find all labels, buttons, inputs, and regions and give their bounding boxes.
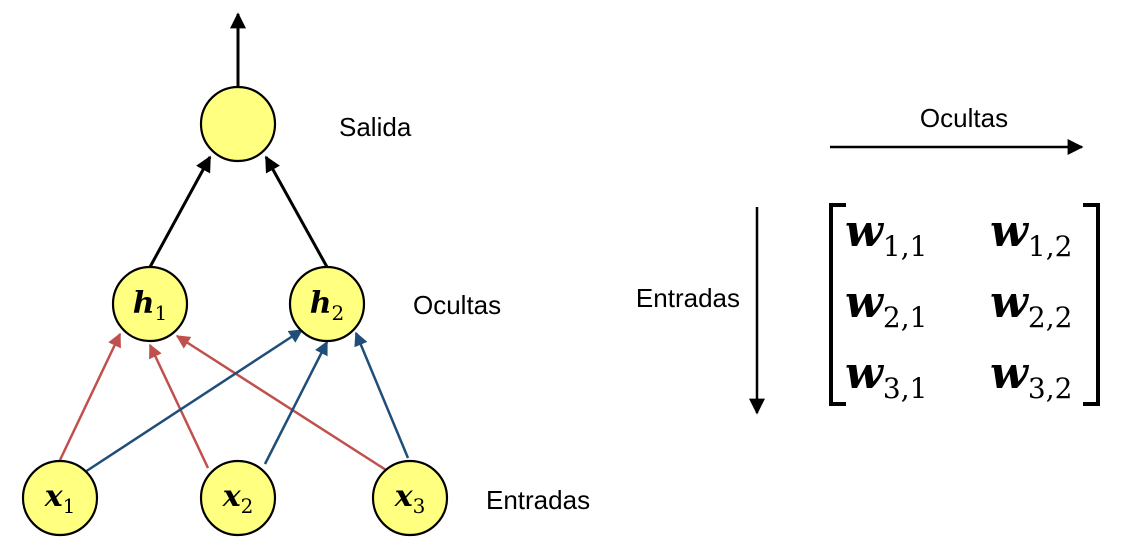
matrix-rows-label: Entradas [636, 283, 740, 313]
matrix-entry-2-2: w2,2 [990, 277, 1072, 334]
edge-x1-h2 [84, 328, 304, 474]
edge-x3-h2 [354, 331, 410, 459]
svg-text:w1,2: w1,2 [990, 206, 1072, 263]
matrix-right-bracket [1083, 203, 1100, 406]
hidden-node-2: h2 [288, 265, 366, 343]
input-node-2-base: x [222, 479, 242, 514]
svg-text:x2: x2 [222, 479, 254, 518]
input-node-3-base: x [394, 479, 414, 514]
hidden-node-2-sub: 2 [332, 301, 345, 325]
edge-h2-output [264, 155, 329, 268]
input-node-3: x3 [371, 459, 449, 537]
matrix-left-bracket [829, 203, 846, 406]
hidden-layer-label: Ocultas [413, 290, 501, 320]
matrix-entry-1-1: w1,1 [845, 206, 927, 263]
output-layer-label: Salida [339, 112, 412, 142]
svg-text:w1,1: w1,1 [845, 206, 927, 263]
svg-text:w3,1: w3,1 [845, 348, 927, 405]
input-node-1: x1 [21, 459, 99, 537]
input-node-1-sub: 1 [63, 494, 76, 518]
edge-x1-h1 [58, 332, 122, 461]
hidden-node-1-base: h [133, 286, 155, 321]
matrix-entry-3-2: w3,2 [990, 348, 1072, 405]
svg-text:h2: h2 [310, 286, 345, 325]
matrix-entry-2-1: w2,1 [845, 277, 927, 334]
edge-x3-h1 [175, 334, 387, 472]
input-node-2-sub: 2 [241, 494, 254, 518]
output-node [199, 85, 277, 163]
matrix-columns-label: Ocultas [920, 103, 1008, 133]
input-node-1-base: x [44, 479, 64, 514]
input-layer-label: Entradas [486, 485, 590, 515]
svg-text:w2,2: w2,2 [990, 277, 1072, 334]
edge-x2-h2 [263, 340, 329, 465]
hidden-node-1-sub: 1 [155, 301, 168, 325]
svg-text:x3: x3 [394, 479, 426, 518]
edge-x2-h1 [148, 343, 210, 469]
input-node-3-sub: 3 [413, 494, 426, 518]
svg-text:w2,1: w2,1 [845, 277, 927, 334]
hidden-node-1: h1 [111, 265, 189, 343]
hidden-node-2-base: h [310, 286, 332, 321]
svg-text:w3,2: w3,2 [990, 348, 1072, 405]
svg-text:h1: h1 [133, 286, 168, 325]
matrix-entry-3-1: w3,1 [845, 348, 927, 405]
input-node-2: x2 [199, 459, 277, 537]
matrix-entry-1-2: w1,2 [990, 206, 1072, 263]
edge-h1-output [148, 155, 212, 268]
svg-text:x1: x1 [44, 479, 76, 518]
